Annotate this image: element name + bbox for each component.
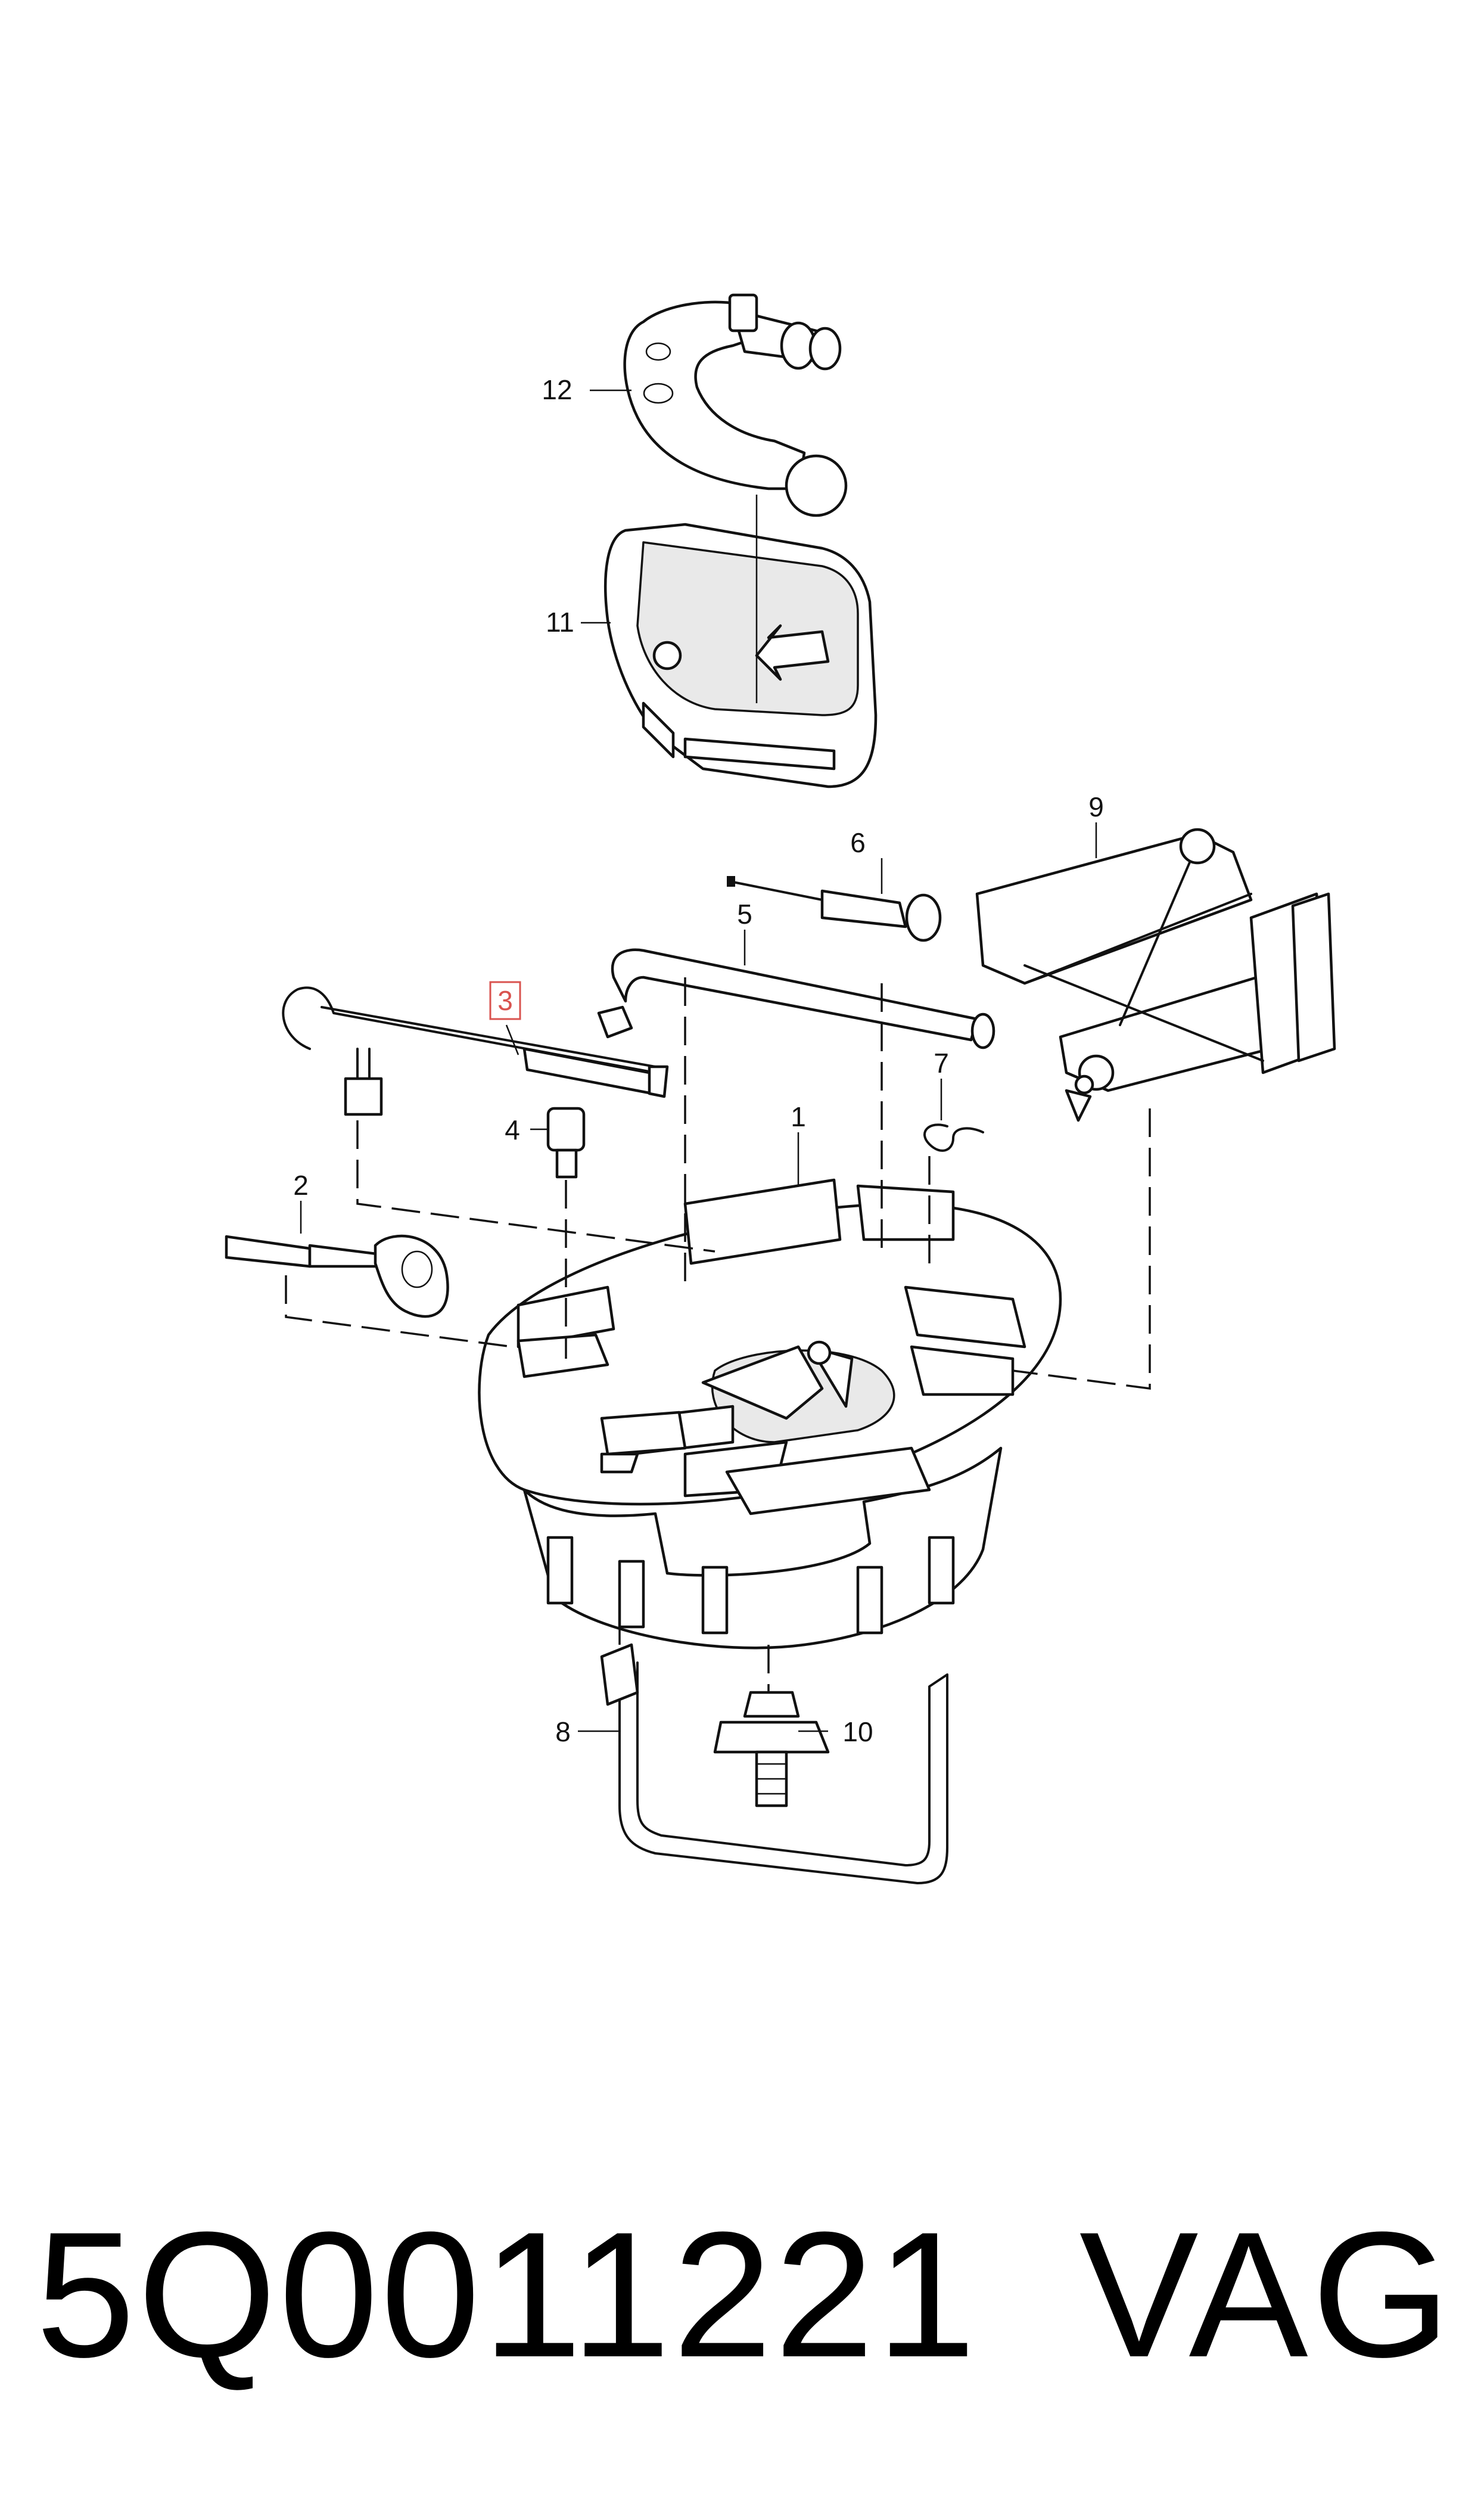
part-3-crank-handle <box>282 986 669 1116</box>
leader-lines <box>300 389 1097 1732</box>
callout-11[interactable]: 11 <box>546 607 574 638</box>
part-number: 5Q0011221 <box>36 2194 978 2394</box>
brand-label: VAG <box>1079 2194 1454 2394</box>
callout-9[interactable]: 9 <box>1088 791 1104 822</box>
callout-3[interactable]: 3 <box>497 985 513 1016</box>
callout-8[interactable]: 8 <box>555 1716 571 1747</box>
callout-4[interactable]: 4 <box>505 1114 520 1145</box>
part-5-bar <box>597 948 995 1049</box>
callout-10[interactable]: 10 <box>842 1716 873 1747</box>
callout-12[interactable]: 12 <box>542 374 572 405</box>
callout-7[interactable]: 7 <box>934 1048 949 1079</box>
part-9-jack <box>975 828 1336 1122</box>
part-12-bracket <box>623 293 848 517</box>
callouts: 12 11 9 6 5 7 3 4 1 2 8 10 <box>293 374 1104 1747</box>
callout-5[interactable]: 5 <box>737 899 752 930</box>
part-4-bolt <box>546 1107 586 1179</box>
assembly-lines <box>285 977 1151 1692</box>
callout-2[interactable]: 2 <box>293 1170 309 1201</box>
part-2-tow-eye <box>225 1234 449 1318</box>
part-10-knob <box>713 1691 830 1807</box>
part-6-screwdriver <box>727 876 942 942</box>
part-8-strap <box>600 1643 948 1884</box>
callout-6[interactable]: 6 <box>850 827 866 858</box>
part-11-tray <box>604 523 878 788</box>
part-7-clip <box>923 1123 984 1152</box>
callout-3-highlight <box>489 981 521 1020</box>
callout-1[interactable]: 1 <box>791 1101 806 1132</box>
part-1-foam-insert <box>478 1178 1062 1650</box>
